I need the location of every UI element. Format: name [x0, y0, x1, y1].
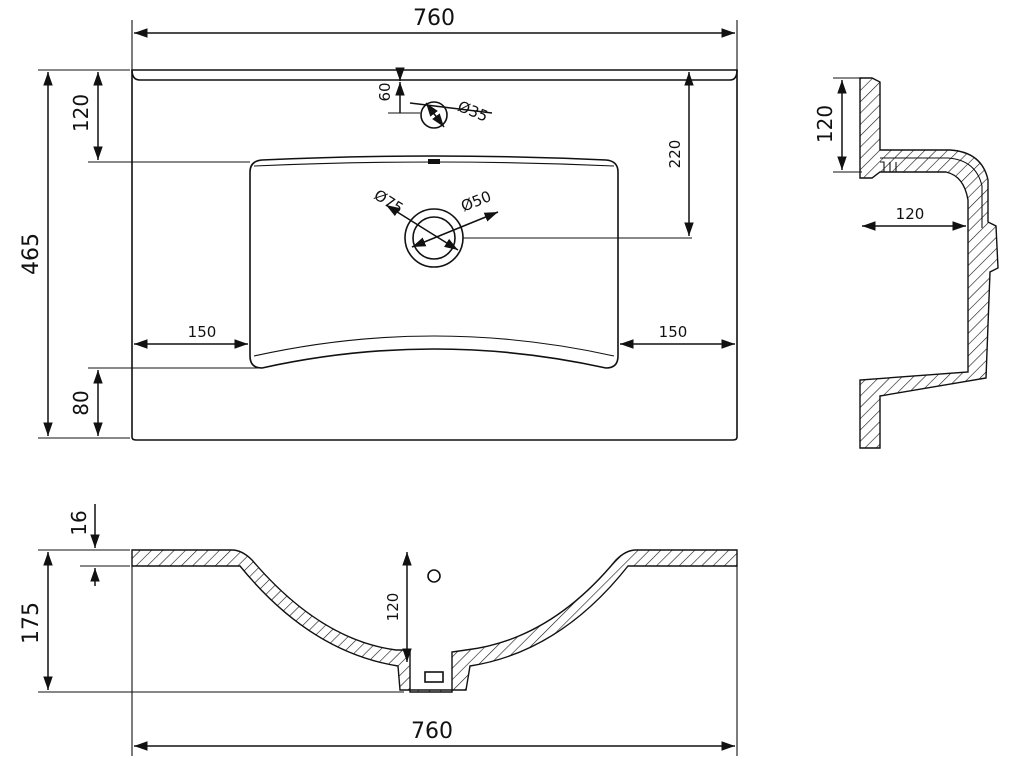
front-rim-label: 80 [69, 390, 93, 415]
basin-outline [131, 69, 738, 441]
side-rim-label: 120 [813, 105, 837, 143]
drain-outer-label: Ø75 [371, 186, 407, 218]
back-rim-label: 120 [69, 94, 93, 132]
side-profile [859, 77, 999, 449]
tap-hole-diameter [425, 102, 445, 128]
front-profile [131, 549, 738, 693]
drain-position-label: 220 [666, 140, 684, 169]
overflow-slot [428, 159, 440, 164]
drain-inner-diameter [411, 211, 499, 248]
left-margin-label: 150 [188, 323, 217, 341]
depth-label: 465 [19, 233, 44, 275]
drain-outlet [424, 671, 444, 683]
total-height-label: 175 [19, 602, 44, 644]
tap-hole [420, 101, 448, 129]
back-rim-edge [131, 69, 738, 81]
side-section-view: 120 120 [813, 77, 999, 449]
top-view: 760 Ø35 60 Ø75 Ø50 220 150 [19, 6, 738, 441]
right-margin-label: 150 [659, 323, 688, 341]
bowl-outline [249, 155, 619, 369]
tap-offset-label: 60 [376, 82, 394, 101]
side-inner-line [880, 157, 983, 228]
side-bowl-label: 120 [896, 205, 925, 223]
front-bowl-label: 120 [384, 593, 402, 622]
bowl-front-line [253, 335, 615, 357]
tap-hole-leader [409, 102, 493, 114]
front-section-view: 120 16 175 760 [19, 504, 738, 756]
front-overflow-hole [427, 569, 441, 583]
drain-inner-label: Ø50 [458, 187, 493, 215]
width-label: 760 [413, 6, 455, 31]
side-overflow-detail [880, 161, 900, 173]
tap-hole-label: Ø35 [455, 97, 490, 125]
slab-thickness-label: 16 [67, 510, 91, 535]
front-width-label: 760 [411, 719, 453, 744]
